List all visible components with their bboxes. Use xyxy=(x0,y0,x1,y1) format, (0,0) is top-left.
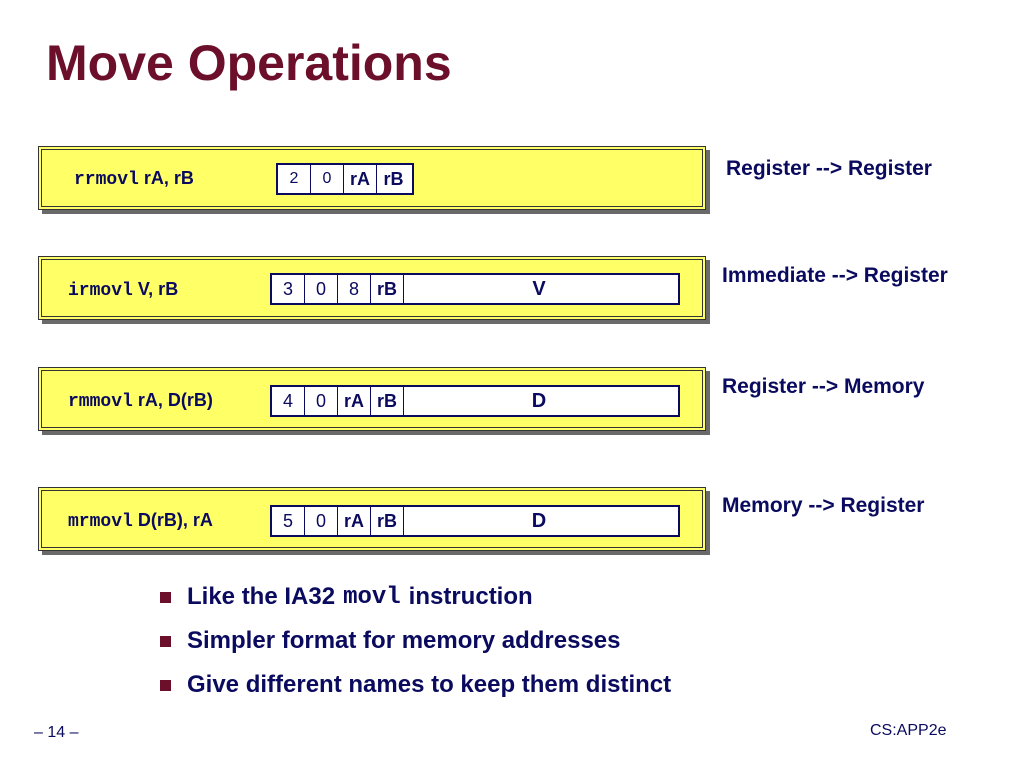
operation-description: Immediate --> Register xyxy=(722,264,948,287)
instruction-panel-rrmovl xyxy=(38,146,706,210)
page-title: Move Operations xyxy=(46,35,452,91)
instruction-mnemonic: rrmovl xyxy=(74,170,139,190)
encoding-box: 2 0 rA rB xyxy=(276,163,414,195)
instruction-syntax: rmmovl rA, D(rB) xyxy=(68,390,213,412)
encoding-byte: 4 xyxy=(272,387,305,415)
encoding-register: rB xyxy=(371,387,404,415)
encoding-byte: 0 xyxy=(305,387,338,415)
encoding-box: 4 0 rA rB D xyxy=(270,385,680,417)
instruction-operands: D(rB), rA xyxy=(137,510,213,530)
bullet-text: Simpler format for memory addresses xyxy=(187,627,621,654)
instruction-operands: rA, rB xyxy=(143,168,194,188)
instruction-syntax: mrmovl D(rB), rA xyxy=(68,510,213,532)
encoding-register: rB xyxy=(371,275,404,303)
instruction-mnemonic: mrmovl xyxy=(68,512,133,532)
instruction-syntax: rrmovl rA, rB xyxy=(74,168,194,190)
encoding-byte: 5 xyxy=(272,507,305,535)
bullet-text: instruction xyxy=(408,583,533,610)
instruction-mnemonic: rmmovl xyxy=(68,392,133,412)
encoding-box: 3 0 8 rB V xyxy=(270,273,680,305)
bullet-item: Simpler format for memory addresses xyxy=(160,619,671,663)
encoding-box: 5 0 rA rB D xyxy=(270,505,680,537)
encoding-value: V xyxy=(532,277,546,300)
encoding-register: rB xyxy=(371,507,404,535)
square-bullet-icon xyxy=(160,635,171,647)
encoding-byte: 2 xyxy=(278,165,311,193)
square-bullet-icon xyxy=(160,591,171,603)
encoding-byte: 0 xyxy=(305,507,338,535)
instruction-syntax: irmovl V, rB xyxy=(68,279,178,301)
square-bullet-icon xyxy=(160,679,171,691)
encoding-register: rB xyxy=(383,168,404,189)
encoding-register: rA xyxy=(338,387,371,415)
bullet-item: Like the IA32 movl instruction xyxy=(160,575,671,619)
bullet-text: Give different names to keep them distin… xyxy=(187,671,672,698)
course-label: CS:APP2e xyxy=(870,722,947,739)
operation-description: Register --> Memory xyxy=(722,375,925,398)
instruction-operands: V, rB xyxy=(137,279,179,299)
encoding-byte: 3 xyxy=(272,275,305,303)
encoding-value: D xyxy=(531,509,547,532)
instruction-mnemonic: irmovl xyxy=(68,281,133,301)
page-number: – 14 – xyxy=(34,724,79,741)
bullet-item: Give different names to keep them distin… xyxy=(160,663,671,707)
encoding-byte: 0 xyxy=(305,275,338,303)
instruction-operands: rA, D(rB) xyxy=(137,390,213,410)
encoding-byte: 8 xyxy=(338,275,371,303)
encoding-register: rA xyxy=(344,165,377,193)
encoding-byte: 0 xyxy=(311,165,344,193)
bullet-text: Like the IA32 xyxy=(187,583,336,610)
encoding-value: D xyxy=(531,389,547,412)
bullet-list: Like the IA32 movl instruction Simpler f… xyxy=(160,575,671,707)
bullet-code: movl xyxy=(343,583,401,611)
operation-description: Register --> Register xyxy=(726,157,932,180)
operation-description: Memory --> Register xyxy=(722,494,925,517)
encoding-register: rA xyxy=(338,507,371,535)
